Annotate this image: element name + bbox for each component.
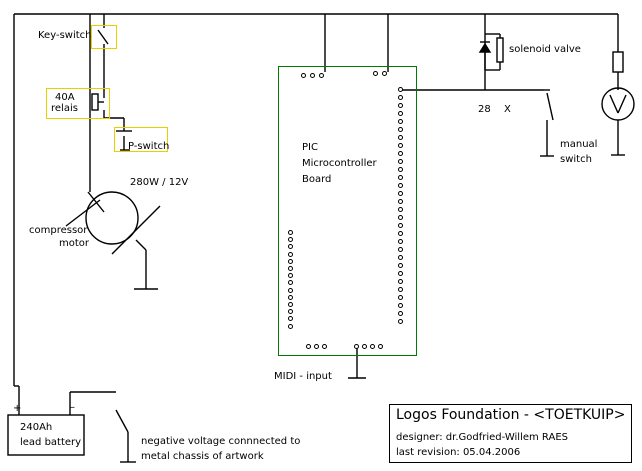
board-pin: [288, 237, 293, 243]
meter-symbol: [601, 87, 635, 121]
board-pin: [398, 255, 403, 260]
manual-switch-contact: [546, 92, 554, 121]
title-block-title: Logos Foundation - <TOETKUIP>: [396, 407, 626, 423]
board-pin: [398, 95, 403, 100]
board-pin: [354, 344, 359, 349]
title-block-designer: designer: dr.Godfried-Willem RAES: [396, 432, 568, 443]
board-pin: [398, 319, 403, 324]
board-pin: [398, 183, 403, 188]
board-pin: [288, 273, 293, 279]
board-pin: [398, 159, 403, 164]
board-label-line3: Board: [302, 174, 332, 185]
title-block-revision: last revision: 05.04.2006: [396, 447, 521, 458]
board-pin: [398, 143, 403, 148]
p-switch-label: P-switch: [128, 141, 170, 152]
board-pin: [398, 87, 403, 92]
board-pin: [370, 344, 375, 349]
board-pin: [398, 279, 403, 284]
board-pin: [398, 263, 403, 268]
board-pin: [398, 175, 403, 180]
battery-plus-label: +: [13, 403, 22, 414]
pin-28-label: 28: [478, 104, 491, 115]
board-pin: [310, 73, 315, 78]
board-pin: [288, 287, 293, 293]
key-switch-contact: [97, 29, 109, 45]
board-pin: [398, 223, 403, 228]
motor-label: motor: [59, 238, 90, 249]
key-switch-label: Key-switch: [38, 30, 92, 41]
board-pin: [398, 247, 403, 252]
board-pin: [382, 71, 387, 76]
board-pin: [398, 119, 403, 124]
board-pin: [398, 111, 403, 116]
board-pin: [398, 167, 403, 172]
chassis-note-line2: metal chassis of artwork: [141, 451, 264, 462]
board-pin: [288, 258, 293, 264]
lead-battery: [7, 414, 85, 456]
board-pin: [398, 127, 403, 132]
board-pin: [319, 73, 324, 78]
compressor-motor-symbol: [85, 191, 139, 245]
relais-label: relais: [51, 103, 78, 114]
board-pin: [398, 311, 403, 316]
manual-label: manual: [560, 139, 598, 150]
board-pin: [288, 316, 293, 322]
board-pin: [306, 344, 311, 349]
board-pin: [288, 280, 293, 286]
pin-x-label: X: [504, 104, 511, 115]
midi-input-label: MIDI - input: [274, 371, 332, 382]
solenoid-valve-coil: [496, 37, 504, 63]
solenoid-valve-label: solenoid valve: [509, 44, 581, 55]
board-pin: [398, 191, 403, 196]
chassis-note-line1: negative voltage connnected to: [141, 436, 301, 447]
board-pin: [301, 73, 306, 78]
board-pin: [398, 215, 403, 220]
board-pin: [288, 230, 293, 235]
board-pin: [398, 295, 403, 300]
title-block: Logos Foundation - <TOETKUIP> designer: …: [389, 404, 632, 463]
relais-amp-label: 40A: [55, 92, 75, 103]
resistor-symbol: [612, 51, 624, 73]
battery-type-label: lead battery: [20, 437, 82, 448]
board-pin: [314, 344, 319, 349]
board-pin: [288, 266, 293, 271]
board-pin: [398, 135, 403, 140]
switch-label: switch: [560, 154, 592, 165]
battery-capacity-label: 240Ah: [20, 422, 53, 433]
board-pin: [373, 71, 378, 76]
board-pin: [288, 302, 293, 307]
pic-board: [278, 66, 417, 356]
board-pin: [288, 309, 293, 315]
board-pin: [398, 199, 403, 204]
p-switch-highlight: [114, 127, 168, 152]
board-pin: [322, 344, 327, 349]
board-label-line1: PIC: [302, 142, 318, 153]
compressor-label: compressor: [29, 225, 88, 236]
board-pin: [398, 239, 403, 244]
board-pin: [398, 207, 403, 212]
board-pin: [288, 251, 293, 257]
board-pin: [398, 303, 403, 308]
motor-rating-label: 280W / 12V: [130, 177, 189, 188]
board-pin: [398, 287, 403, 292]
board-pin: [288, 294, 293, 300]
key-switch-highlight: [91, 25, 117, 49]
board-pin: [362, 344, 367, 349]
board-pin: [398, 271, 403, 276]
board-pin: [378, 344, 383, 349]
relais-highlight: [46, 88, 110, 119]
board-pin: [398, 103, 403, 108]
board-pin: [288, 244, 293, 250]
board-pin: [398, 151, 403, 156]
board-label-line2: Microcontroller: [302, 158, 377, 169]
board-pin: [398, 231, 403, 236]
board-pin: [288, 323, 293, 329]
chassis-switch-contact: [115, 409, 129, 433]
battery-minus-label: –: [70, 402, 75, 413]
